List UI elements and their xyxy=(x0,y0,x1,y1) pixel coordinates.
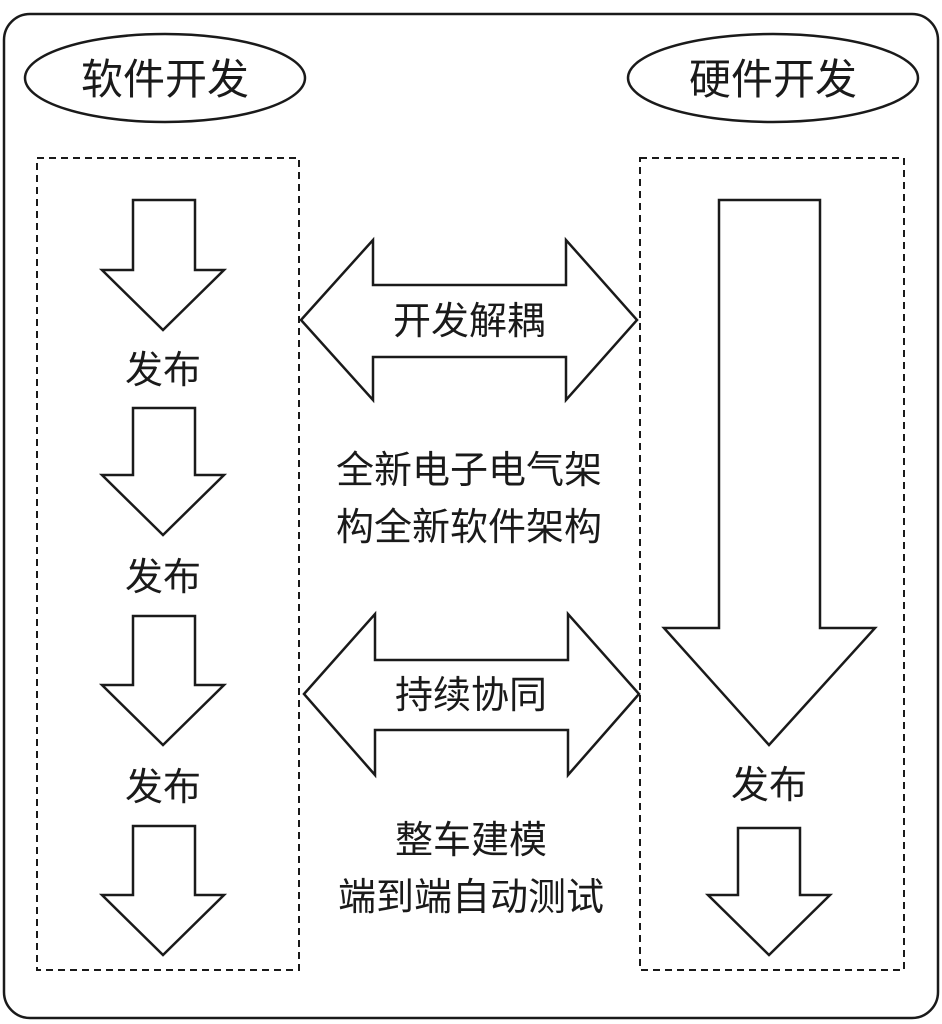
software-dashed-box xyxy=(36,157,300,971)
architecture-line-1: 全新电子电气架 xyxy=(336,448,602,492)
software-title-ellipse xyxy=(23,32,307,124)
software-title: 软件开发 xyxy=(81,55,249,104)
collaboration-double-arrow xyxy=(302,610,641,779)
software-down-arrow-2 xyxy=(98,406,228,537)
testing-line-2: 端到端自动测试 xyxy=(338,875,604,919)
software-down-arrow-3 xyxy=(98,614,228,747)
software-down-arrow-1 xyxy=(98,198,228,332)
collaboration-label: 持续协同 xyxy=(395,673,547,717)
decouple-label: 开发解耦 xyxy=(393,299,545,343)
hardware-long-down-arrow xyxy=(661,198,878,747)
architecture-line-2: 构全新软件架构 xyxy=(336,505,602,549)
hardware-title-ellipse xyxy=(626,32,920,124)
hardware-release-label: 发布 xyxy=(731,763,807,807)
testing-line-1: 整车建模 xyxy=(395,818,547,862)
software-release-label-2: 发布 xyxy=(125,555,201,599)
hardware-short-down-arrow xyxy=(704,826,834,957)
decouple-double-arrow xyxy=(299,236,639,404)
hardware-dashed-box xyxy=(639,157,905,971)
software-release-label-1: 发布 xyxy=(125,348,201,392)
software-release-label-3: 发布 xyxy=(125,765,201,809)
software-down-arrow-4 xyxy=(98,824,228,957)
outer-frame xyxy=(2,12,940,1020)
hardware-title: 硬件开发 xyxy=(689,55,857,104)
